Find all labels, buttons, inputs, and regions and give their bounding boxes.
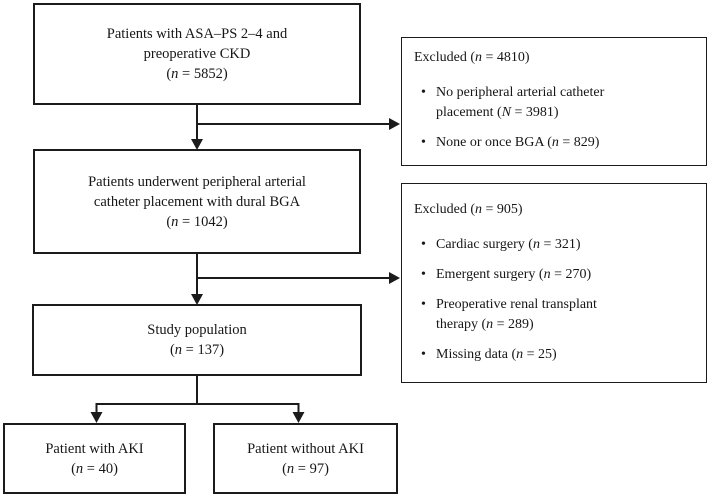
text-segment: ( [71,460,76,477]
box-catheter-bga-patients: Patients underwent peripheral arterial c… [33,149,361,254]
text-segment: ( [169,342,175,358]
text-segment: = 5852) [178,66,228,82]
box-count: (n = 40) [71,459,118,479]
text-segment: = 829) [558,135,600,150]
italic-variable: n [475,50,483,65]
exclusion-item: Cardiac surgery (n = 321) [419,235,698,255]
text-segment: = 137) [182,342,225,358]
italic-variable: n [171,213,179,230]
italic-variable: N [501,105,512,120]
italic-variable: n [486,317,494,332]
text-segment: = 97) [294,460,329,477]
text-segment: = 3981) [511,105,559,120]
box-study-population: Study population (n = 137) [32,304,362,376]
box-text-line: preoperative CKD [143,46,251,62]
text-segment: = 905) [482,202,523,217]
box-text-line: catheter placement with dural BGA [93,193,301,210]
connector-lines [95,105,389,413]
text-segment: Cardiac surgery ( [436,237,533,252]
text-segment: = 40) [83,460,118,477]
text-segment: ( [282,460,287,477]
text-segment: None or once BGA ( [436,135,552,150]
italic-variable: n [543,267,551,282]
text-segment: = 1042) [178,213,228,230]
text-segment: Preoperative renal transplant [436,297,597,312]
text-segment: = 25) [523,347,557,362]
exclusion-list: No peripheral arterial catheter placement… [414,83,698,153]
text-segment: placement ( [436,105,502,120]
italic-variable: n [286,460,295,477]
exclusion-title: Excluded (n = 905) [414,200,698,220]
arrowhead-down-icon [292,412,305,423]
exclusion-list: Cardiac surgery (n = 321)Emergent surger… [414,235,698,365]
italic-variable: n [171,66,179,82]
italic-variable: n [516,347,524,362]
arrowhead-right-icon [389,118,400,130]
arrowhead-down-icon [191,139,203,150]
text-segment: Missing data ( [436,347,517,362]
text-segment: Excluded ( [414,202,476,217]
box-excluded-first: Excluded (n = 4810) No peripheral arteri… [401,37,707,166]
arrowhead-down-icon [191,294,203,305]
box-excluded-second: Excluded (n = 905) Cardiac surgery (n = … [401,183,707,383]
text-segment: Emergent surgery ( [436,267,544,282]
exclusion-item: None or once BGA (n = 829) [419,133,698,153]
italic-variable: n [174,342,183,358]
box-text-line: Study population [147,322,247,338]
italic-variable: n [75,460,84,477]
box-count: (n = 1042) [166,212,227,232]
text-segment: ( [166,213,172,230]
exclusion-item: Missing data (n = 25) [419,345,698,365]
italic-variable: n [532,237,540,252]
arrowheads [90,118,400,423]
exclusion-title: Excluded (n = 4810) [414,48,698,68]
italic-variable: n [475,202,483,217]
exclusion-item: No peripheral arterial catheter placement… [419,83,698,123]
exclusion-item: Emergent surgery (n = 270) [419,265,698,285]
box-text-line: Patient without AKI [247,440,364,457]
box-count: (n = 5852) [166,64,227,84]
box-text-line: Patients with ASA–PS 2–4 and [106,26,288,42]
box-patient-without-aki: Patient without AKI (n = 97) [213,423,398,494]
italic-variable: n [551,135,559,150]
box-text-line: Patients underwent peripheral arterial [88,173,306,190]
text-segment: No peripheral arterial catheter [436,85,605,100]
text-segment: = 289) [493,317,534,332]
arrowhead-down-icon [90,412,103,423]
text-segment: = 321) [539,237,581,252]
arrowhead-right-icon [389,272,400,284]
text-segment: = 4810) [482,50,530,65]
text-segment: = 270) [550,267,592,282]
text-segment: ( [166,66,172,82]
box-patient-with-aki: Patient with AKI (n = 40) [3,423,186,494]
box-count: (n = 97) [282,459,329,479]
text-segment: therapy ( [436,317,487,332]
box-text-line: Patient with AKI [45,440,144,457]
box-eligible-patients: Patients with ASA–PS 2–4 and preoperativ… [33,3,361,105]
box-count: (n = 137) [170,340,224,360]
text-segment: Excluded ( [414,50,476,65]
